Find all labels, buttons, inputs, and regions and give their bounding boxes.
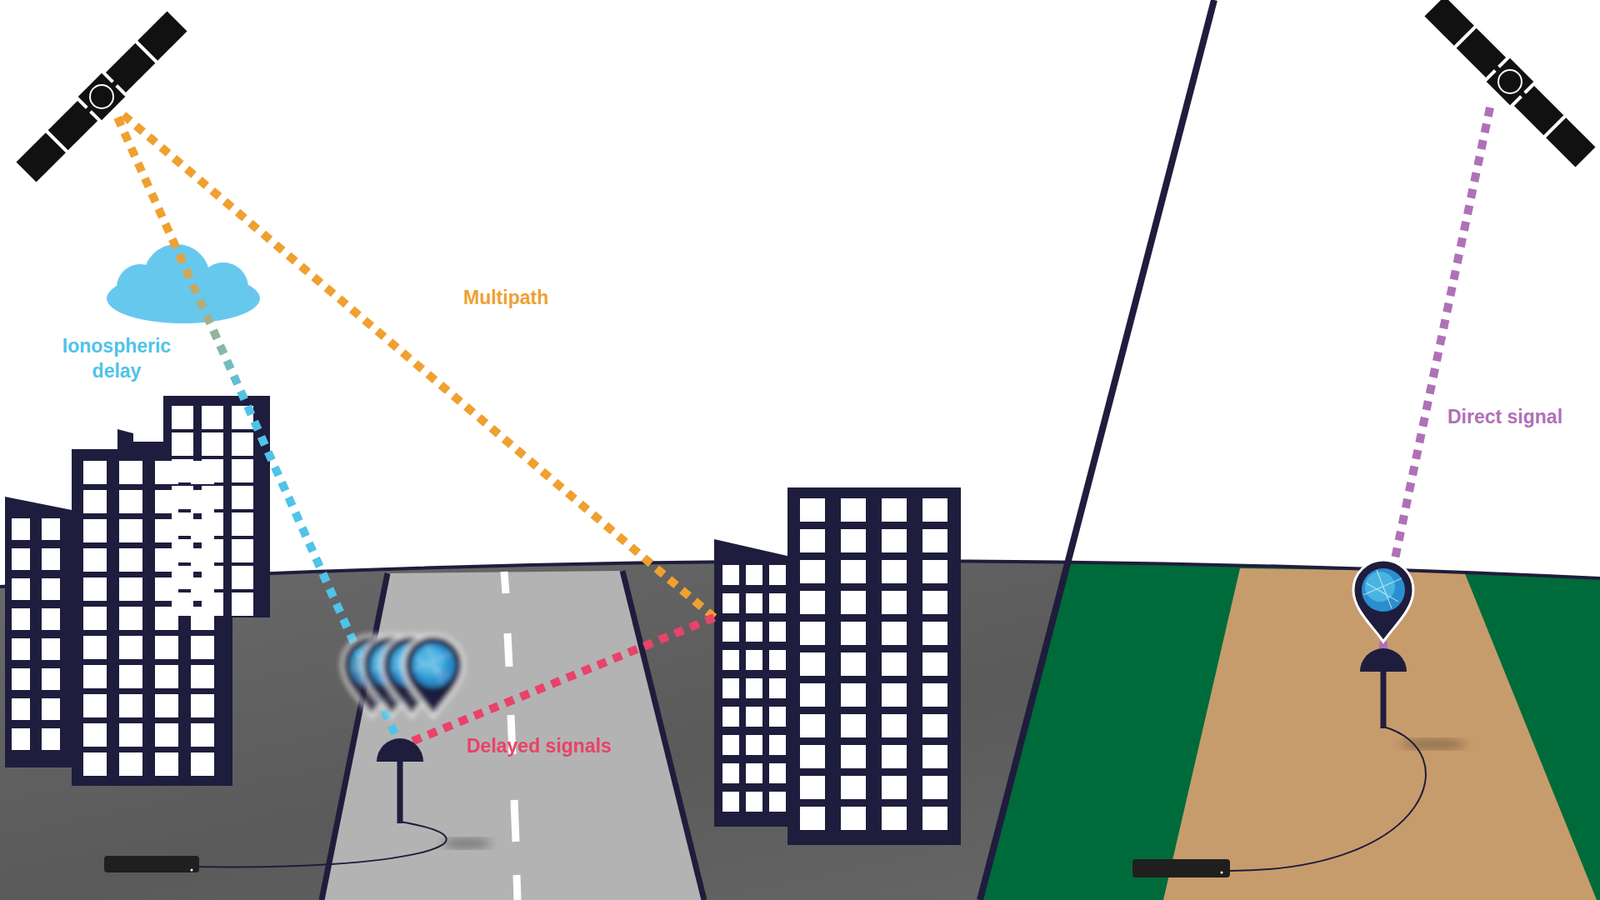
signal-label: Multipath bbox=[463, 285, 630, 310]
signal-label: Ionospheric delay bbox=[45, 333, 188, 384]
signal-label: Delayed signals bbox=[466, 733, 684, 759]
signal-label: Direct signal bbox=[1447, 404, 1594, 430]
